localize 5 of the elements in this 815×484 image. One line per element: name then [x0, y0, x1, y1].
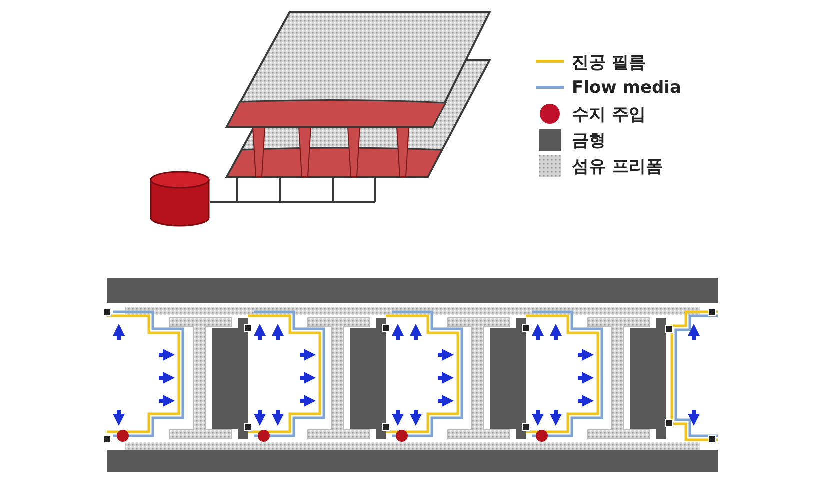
legend-label: 진공 필름 — [572, 52, 646, 74]
legend-label: 수지 주입 — [572, 104, 646, 126]
legend-label: 금형 — [572, 130, 606, 152]
legend-label: 섬유 프리폼 — [572, 156, 663, 178]
legend-label: Flow media — [572, 78, 682, 98]
